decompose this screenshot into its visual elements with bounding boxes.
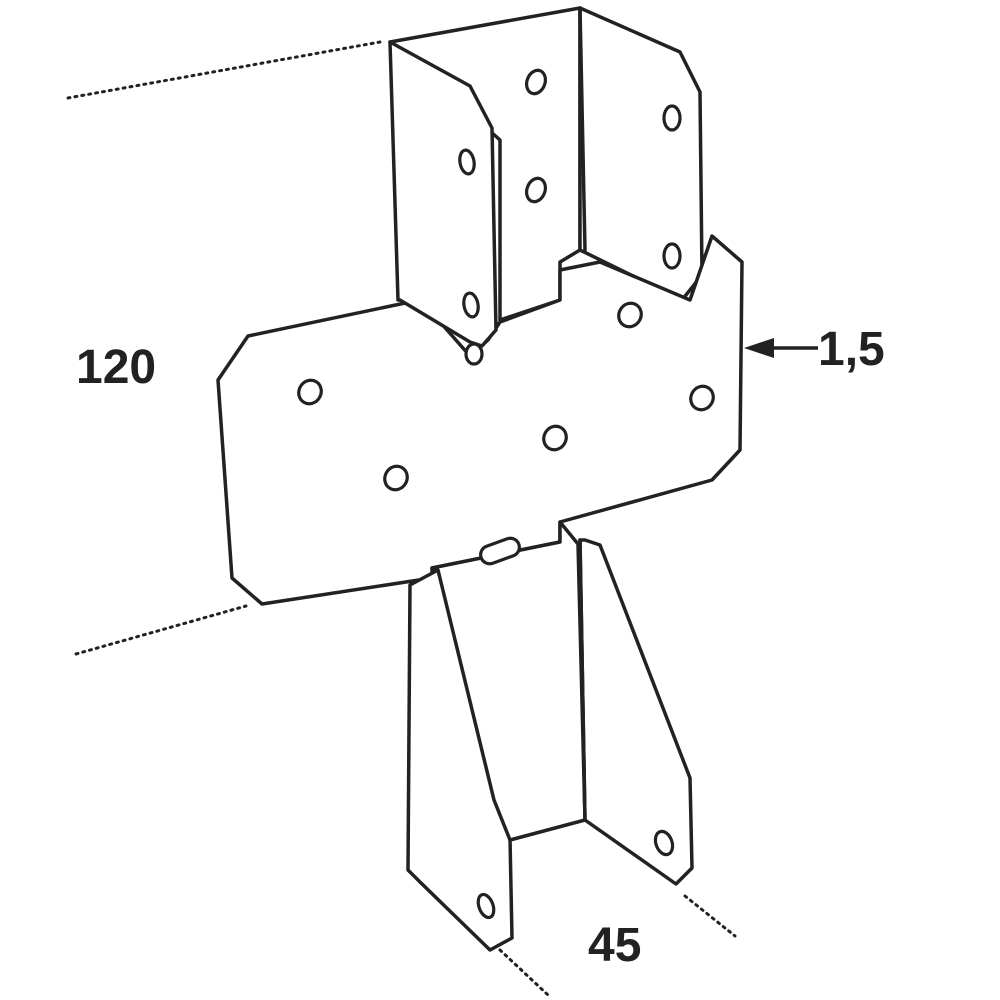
upper-right-flange [578, 6, 704, 302]
extension-line-bottom [74, 604, 248, 656]
height-dimension-label: 120 [76, 341, 157, 394]
hole [617, 301, 643, 329]
lower-right-flange [578, 538, 694, 886]
width-dimension-label: 45 [588, 919, 642, 972]
hole [458, 148, 476, 176]
hole [524, 176, 548, 204]
upper-right-flange-bend [578, 6, 587, 252]
extension-line-top [66, 40, 382, 100]
extension-line-width-right [683, 894, 737, 938]
main-plate [216, 234, 744, 606]
slot-hole [479, 536, 521, 566]
hole [383, 464, 409, 492]
upper-left-flange [388, 40, 498, 348]
hole [297, 378, 323, 406]
hole [464, 342, 484, 366]
hole [662, 242, 682, 270]
thickness-arrow-head [744, 338, 774, 358]
hole [653, 829, 675, 857]
hole [689, 384, 715, 412]
hole [542, 424, 568, 452]
extension-line-width-left [498, 948, 550, 997]
lower-right-flange-bend [578, 538, 587, 822]
hole [476, 892, 496, 920]
hole [662, 104, 682, 132]
hole [524, 68, 548, 96]
thickness-dimension-label: 1,5 [818, 323, 885, 376]
hole [462, 291, 480, 319]
